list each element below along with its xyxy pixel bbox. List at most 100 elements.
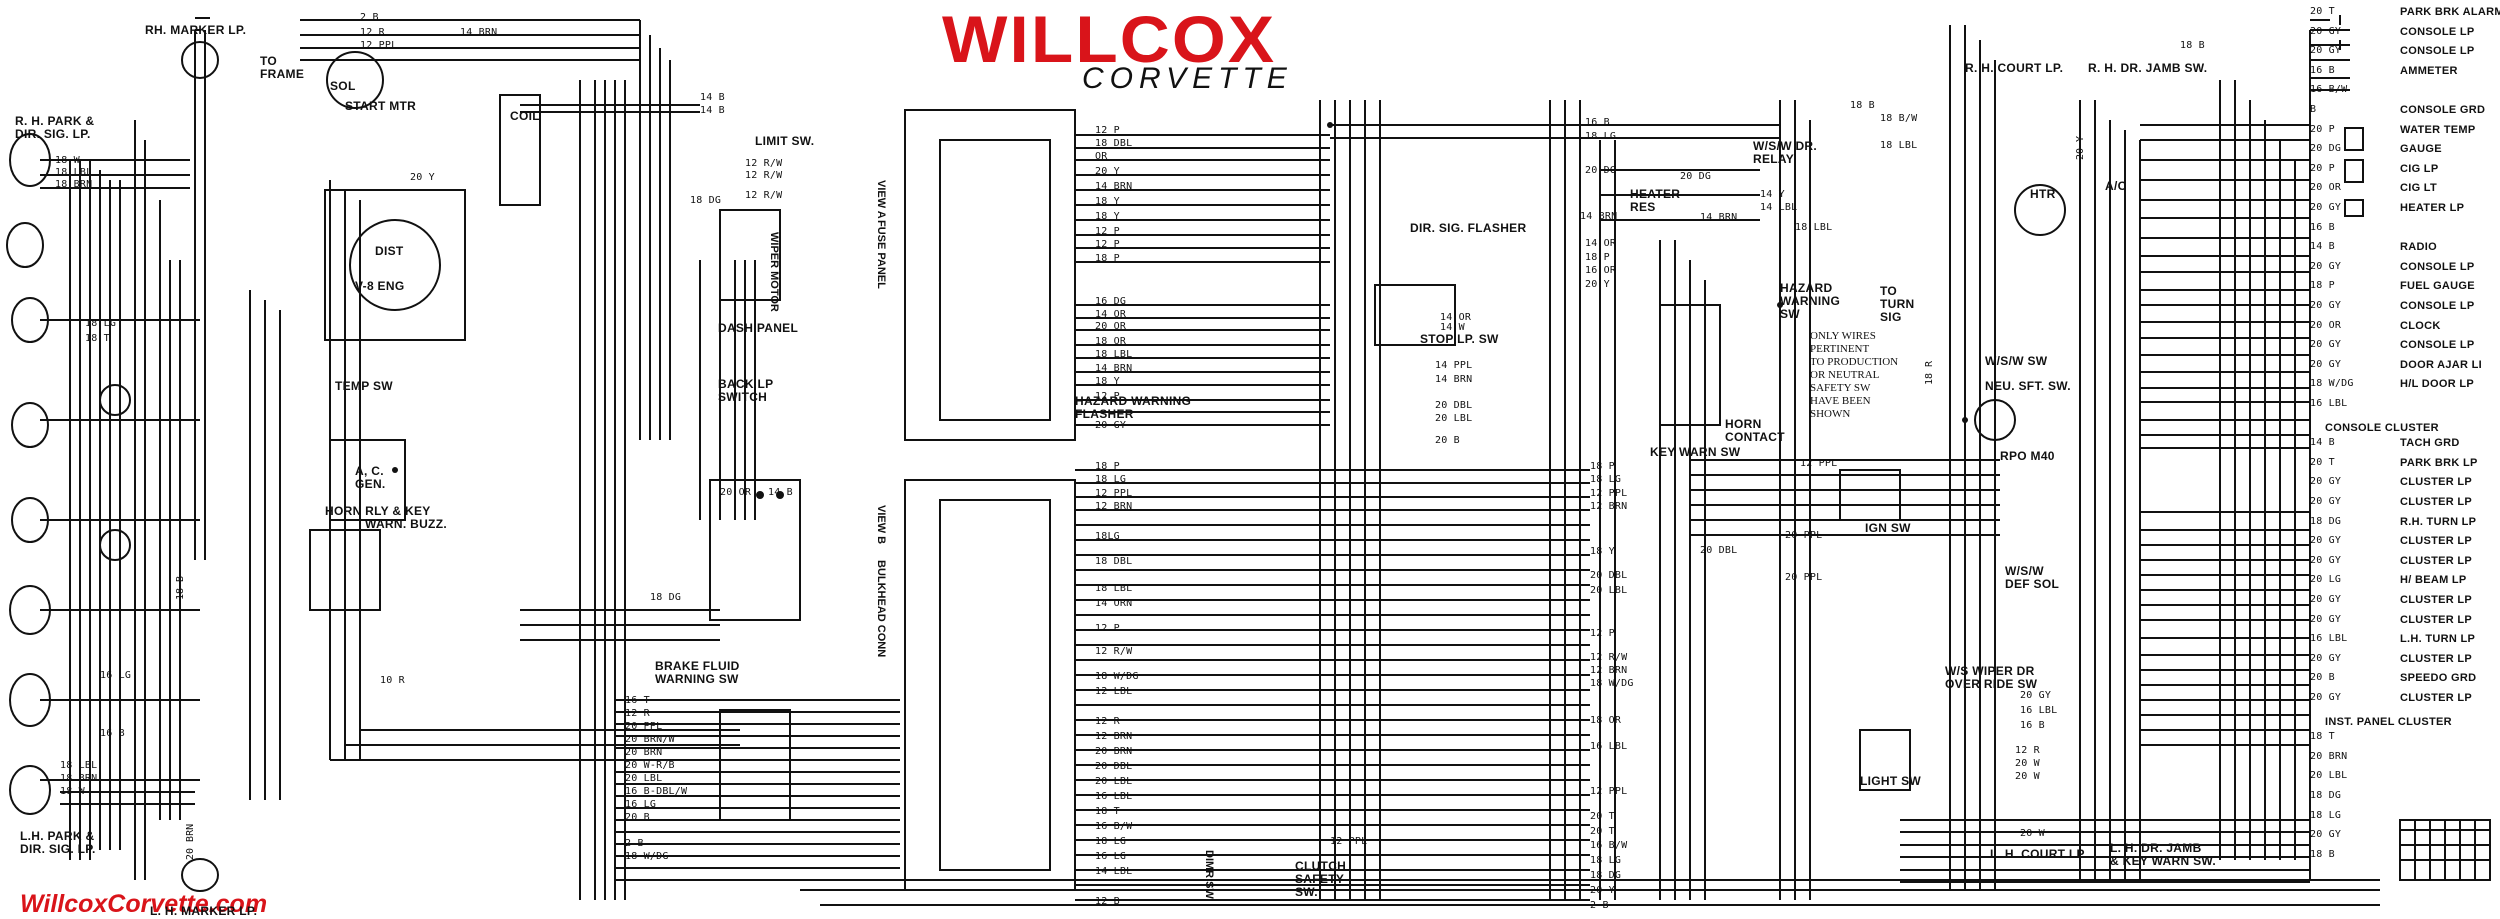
right-column-wire: 20 GY: [2310, 45, 2342, 57]
clutch-safety-label-3: SW.: [1295, 885, 1318, 899]
to-frame-label-2: FRAME: [260, 67, 305, 81]
right-column-component: AMMETER: [2400, 64, 2458, 77]
wire-label: 14 B: [768, 487, 793, 498]
right-column-component: WATER TEMP: [2400, 123, 2476, 136]
right-column-component: CLUSTER LP: [2400, 692, 2473, 704]
right-column-component: CONSOLE LP: [2400, 300, 2475, 312]
middle-wire-label: 20 Y: [1585, 279, 1610, 290]
wire-label: 14 B: [700, 105, 725, 116]
ign-wire-label: 18 DG: [1590, 870, 1622, 881]
hazard-switch-label-2: WARNING: [1780, 294, 1841, 308]
right-column-wire: 14 B: [2310, 437, 2335, 449]
right-column-wire: 16 B: [2310, 221, 2335, 233]
right-column-component: CONSOLE LP: [2400, 339, 2475, 352]
right-column-wire: 16 LBL: [2310, 398, 2348, 409]
right-column-component: CLUSTER LP: [2400, 535, 2473, 548]
wsw-switch-label: W/S/W SW: [1985, 354, 2048, 368]
ign-wire-label: 18 Y: [1590, 546, 1615, 557]
right-mid-wire-label: 20 GY: [2020, 690, 2052, 701]
right-column-wire: 20 LG: [2310, 574, 2342, 586]
wire-label: 20 OR: [720, 487, 752, 498]
solenoid-label: SOL: [330, 79, 356, 93]
ignition-switch-label: IGN SW: [1865, 521, 1911, 535]
right-column-wire: 16 B/W: [2310, 84, 2348, 96]
right-column-component: CONSOLE LP: [2400, 45, 2475, 58]
right-column-wire: 20 B: [2310, 672, 2335, 684]
bulkhead-wire-label: 16 LBL: [1095, 791, 1133, 802]
right-column-wire: 20 P: [2310, 123, 2335, 135]
right-mid-wire-label: 18 B: [1850, 100, 1875, 111]
right-mid-wire-label: 18 LBL: [1795, 222, 1833, 233]
ign-wire-label: 12 BRN: [1590, 665, 1628, 676]
right-column-wire: 20 GY: [2310, 652, 2342, 664]
right-column-wire: 20 GY: [2310, 692, 2342, 703]
bulkhead-wire-label: 20 BRN: [1095, 746, 1133, 757]
generator-label: A, C.: [355, 464, 384, 478]
ign-wire-label: 16 LBL: [1590, 741, 1628, 752]
fuse-wire-label: 12 P: [1095, 239, 1120, 250]
fuse-wire-label: 12 P: [1095, 125, 1120, 136]
right-column-wire: 20 OR: [2310, 319, 2342, 331]
v8-engine-label: V-8 ENG: [355, 279, 405, 293]
wire-label: 18 BRN: [60, 773, 98, 784]
right-mid-wire-label: 18 B/W: [1880, 113, 1918, 124]
dash-panel-label: DASH PANEL: [718, 321, 799, 335]
lh-door-jamb-label: L. H. DR. JAMB: [2110, 841, 2202, 855]
right-column-component: FUEL GAUGE: [2400, 280, 2475, 293]
wire-label: 18 LBL: [60, 760, 98, 771]
hazard-flasher-label: HAZARD WARNING: [1075, 394, 1192, 408]
wire-label: 18 W: [55, 155, 80, 166]
bulkhead-wire-label: 12 BRN: [1095, 501, 1133, 512]
heater-resistor-label: HEATER: [1630, 187, 1681, 201]
right-mid-wire-label: 14 BRN: [1700, 212, 1738, 223]
bulkhead-wire-label: 12 R/W: [1095, 646, 1133, 657]
middle-wire-label: 16 OR: [1585, 265, 1617, 276]
light-switch-label: LIGHT SW: [1860, 774, 1922, 788]
starter-motor-label: START MTR: [345, 99, 417, 113]
ign-wire-label: 20 T: [1590, 826, 1615, 837]
right-mid-wire-label: 20 PPL: [1785, 530, 1823, 541]
right-column-component: CLUSTER LP: [2400, 476, 2473, 489]
bulkhead-wire-label: 18 LG: [1095, 836, 1127, 847]
brake-fluid-label-2: WARNING SW: [655, 672, 739, 686]
stop-lamp-wire-label: 14 W: [1440, 322, 1465, 333]
ign-wire-label: 20 T: [1590, 811, 1615, 822]
clutch-wire-label: 12 PPL: [1330, 836, 1368, 847]
rh-park-label-2: DIR. SIG. LP.: [15, 127, 91, 141]
fuse-wire-label: 18 Y: [1095, 196, 1120, 207]
middle-wire-label: 20 DG: [1585, 165, 1617, 176]
middle-wire-label: 14 OR: [1585, 238, 1617, 249]
wire-label: 16 B: [100, 728, 125, 739]
fuse-wire-label: 12 P: [1095, 391, 1120, 402]
fuse-wire-label: 16 DG: [1095, 296, 1127, 307]
wire-label: 18 BRN: [55, 179, 93, 190]
right-mid-wire-label: 16 B: [2020, 720, 2045, 731]
right-column-wire: 20 GY: [2310, 613, 2342, 625]
right-column-wire: 20 GY: [2310, 358, 2342, 370]
right-column-component: CIG LP: [2400, 162, 2439, 175]
right-mid-wire-label: 20 PPL: [1785, 572, 1823, 583]
right-mid-wire-label: 18 R: [1924, 360, 1935, 385]
wsw-def-sol-label-2: DEF SOL: [2005, 577, 2060, 591]
right-column-component: GAUGE: [2400, 143, 2442, 156]
middle-wire-label: 14 BRN: [1580, 211, 1618, 222]
right-mid-wire-label: 20 DG: [1680, 171, 1712, 182]
wsw-def-sol-label: W/S/W: [2005, 564, 2044, 578]
right-column-component: L.H. TURN LP: [2400, 633, 2476, 646]
right-column-component: CONSOLE CLUSTER: [2325, 421, 2439, 434]
fuse-wire-label: 12 P: [1095, 226, 1120, 237]
wire-label: 14 B: [700, 92, 725, 103]
right-column-component: PARK BRK ALARM SW: [2400, 6, 2500, 18]
bulkhead-wire-label: 12 LBL: [1095, 686, 1133, 697]
to-turn-label-3: SIG: [1880, 310, 1902, 324]
right-column-component: CLUSTER LP: [2400, 652, 2473, 665]
right-column-wire: 20 GY: [2310, 260, 2342, 272]
wiper-motor-label: WIPER MOTOR: [768, 232, 780, 312]
dir-sig-flasher-label: DIR. SIG. FLASHER: [1410, 221, 1527, 235]
bulkhead-wire-label: 18 W/DG: [1095, 671, 1139, 682]
bulkhead-left-wire-label: 20 BRN/W: [625, 734, 675, 745]
bulkhead-wire-label: 14 ORN: [1095, 598, 1133, 609]
bulkhead-connector-label: BULKHEAD CONN: [875, 560, 887, 658]
right-column-wire: 20 GY: [2310, 476, 2342, 488]
ign-wire-label: 12 PPL: [1590, 488, 1628, 499]
